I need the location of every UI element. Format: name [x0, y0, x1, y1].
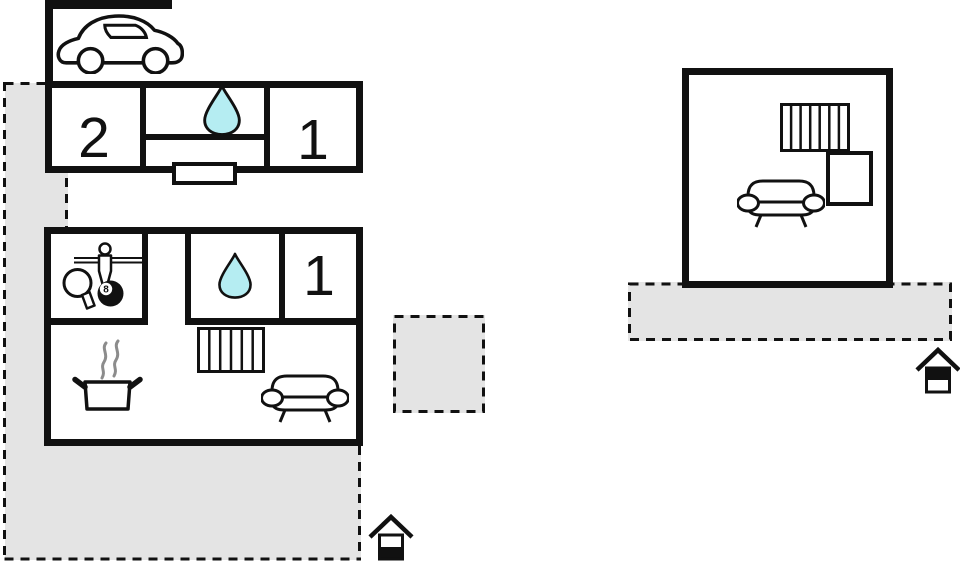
terrace-notch	[45, 173, 68, 227]
terrace-small-square	[393, 315, 485, 413]
entrance-step	[172, 162, 237, 185]
stairs-icon	[780, 103, 850, 152]
foosball-player-icon	[74, 242, 142, 286]
table-tennis-paddle-icon	[62, 268, 96, 310]
carport-top-wall	[45, 0, 172, 9]
ground-floor-house-icon	[368, 514, 414, 561]
sofa-icon	[261, 374, 349, 423]
first-floor-bath-wall	[140, 134, 270, 140]
ground-floor-room1-label: 1	[303, 244, 335, 308]
upper-floor-house-icon	[915, 347, 960, 394]
first-floor-wall-room1	[264, 87, 270, 167]
cooking-pot-icon	[72, 339, 143, 411]
ground-floor-gameroom-wall	[142, 233, 148, 325]
eight-ball-icon: 8	[97, 280, 124, 307]
ground-floor-bath-right-wall	[279, 233, 285, 325]
first-floor-wall-room2	[140, 87, 146, 167]
terrace-annex	[628, 282, 952, 341]
first-floor-room2-label: 2	[78, 106, 110, 170]
svg-text:8: 8	[103, 285, 109, 296]
ground-floor-hwall-right	[185, 318, 363, 325]
ground-floor-hwall-left	[44, 318, 148, 325]
steam-icon	[100, 339, 120, 380]
first-floor-room1-label: 1	[297, 108, 329, 172]
game-room-icons: 8	[62, 242, 142, 310]
first-floor-building	[45, 81, 363, 173]
stair-landing	[826, 151, 873, 206]
terrace-bottom	[5, 443, 361, 560]
stairs-icon	[197, 327, 265, 373]
sofa-icon	[737, 179, 825, 228]
carport-left-wall	[45, 0, 53, 88]
ground-floor-bath-left-wall	[185, 233, 191, 325]
water-drop-icon	[218, 252, 252, 299]
car-icon	[56, 14, 184, 74]
water-drop-icon	[203, 84, 241, 136]
